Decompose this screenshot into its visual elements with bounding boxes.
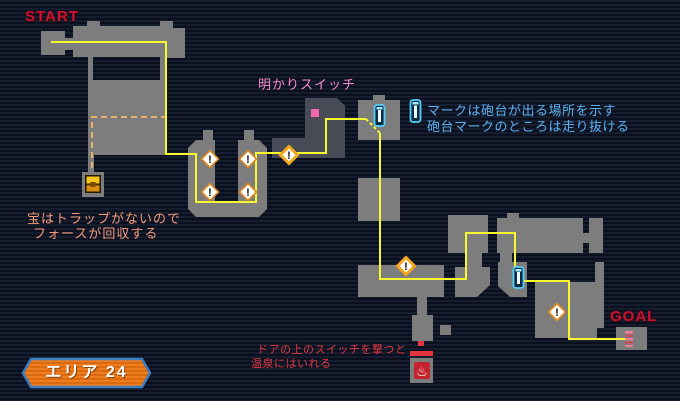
southeast-room [535,282,597,338]
item-marker: ! [200,149,220,169]
hotspring-note-line1: ドアの上のスイッチを撃つと [257,344,407,356]
east-bar [595,262,604,328]
east-connector [466,253,482,268]
coil-ring [625,331,633,334]
turret-legend-line1: マークは砲台が出る場所を示す [427,103,617,118]
treasure-note-line1: 宝はトラップがないので [27,211,182,226]
route-line [51,41,629,340]
treasure-note-line2: フォースが回収する [33,226,159,241]
coil-ring [625,341,633,344]
onsen-icon-bg [414,362,430,379]
turret-cap [515,269,522,272]
item-marker: ! [238,149,258,169]
onsen-glyph: ♨ [416,364,428,379]
coil-ring [625,345,633,347]
item-marker: ! [200,182,220,202]
item-diamond [395,255,417,277]
shaft-right [160,57,167,81]
coil-ring [625,334,633,337]
item-diamond [238,182,258,202]
goal-coil-icon [625,331,633,347]
item-glyph: ! [287,150,291,162]
item-diamond [200,182,220,202]
chest-body [86,185,100,192]
ne-hall-stub [507,213,519,219]
entry-hall-stub-left [87,21,100,27]
item-marker: ! [238,182,258,202]
item-glyph: ! [208,187,212,199]
chest-lid [86,176,100,184]
turret-cap [412,102,419,105]
lights-off-room [272,98,345,158]
treasure-chest-icon [85,175,101,193]
item-glyph: ! [404,261,408,273]
turret-legend-line2: 砲台マークのところは走り抜ける [427,119,630,134]
chest-latch [90,182,96,187]
hotspring-note-line2: 温泉にはいれる [251,358,332,370]
coil-ring [625,338,633,341]
legend-turret-icon [409,99,422,123]
item-diamond [200,149,220,169]
map-rooms [41,21,647,383]
turret-marker-east [512,266,525,289]
entry-hall-stub-right [160,21,173,29]
item-glyph: ! [555,307,559,319]
light-switch-label: 明かりスイッチ [258,77,357,92]
treasure-dashed-route [91,116,167,172]
ne-connector [500,253,512,263]
item-marker-on-route: ! [278,144,300,166]
hotspring-shaft [417,297,427,317]
item-marker-on-route: ! [395,255,417,277]
turret-core [517,272,520,284]
item-marker: ! [547,302,567,322]
item-diamond [238,149,258,169]
route-segment-east [379,133,629,340]
area-badge [21,357,152,389]
side-nook [440,325,451,335]
goal-label: GOAL [610,308,658,325]
route-segment-west [51,41,366,203]
turret-core [378,110,381,122]
item-diamond [278,144,300,166]
shaft-left [88,57,93,81]
turret-core [414,105,417,118]
door-switch [418,341,424,346]
hotspring-porch [412,315,433,341]
light-switch-icon [311,109,319,117]
east-room-lower [455,267,490,297]
red-door [410,351,433,356]
item-glyph: ! [246,154,250,166]
turret-room-stub [373,95,385,101]
northeast-annex [589,218,603,253]
onsen-icon: ♨ [414,362,430,379]
ne-hall-link [583,233,589,243]
area-badge-label: エリア 24 [45,364,128,381]
start-label: START [25,8,79,25]
item-glyph: ! [246,187,250,199]
northeast-hall [497,218,583,253]
item-diamond [547,302,567,322]
entry-hall-right [162,28,185,58]
turret-marker-north [373,104,386,127]
item-glyph: ! [208,154,212,166]
item-markers: ! ! ! ! ! ! ! [200,144,567,322]
turret-cap [376,107,383,110]
